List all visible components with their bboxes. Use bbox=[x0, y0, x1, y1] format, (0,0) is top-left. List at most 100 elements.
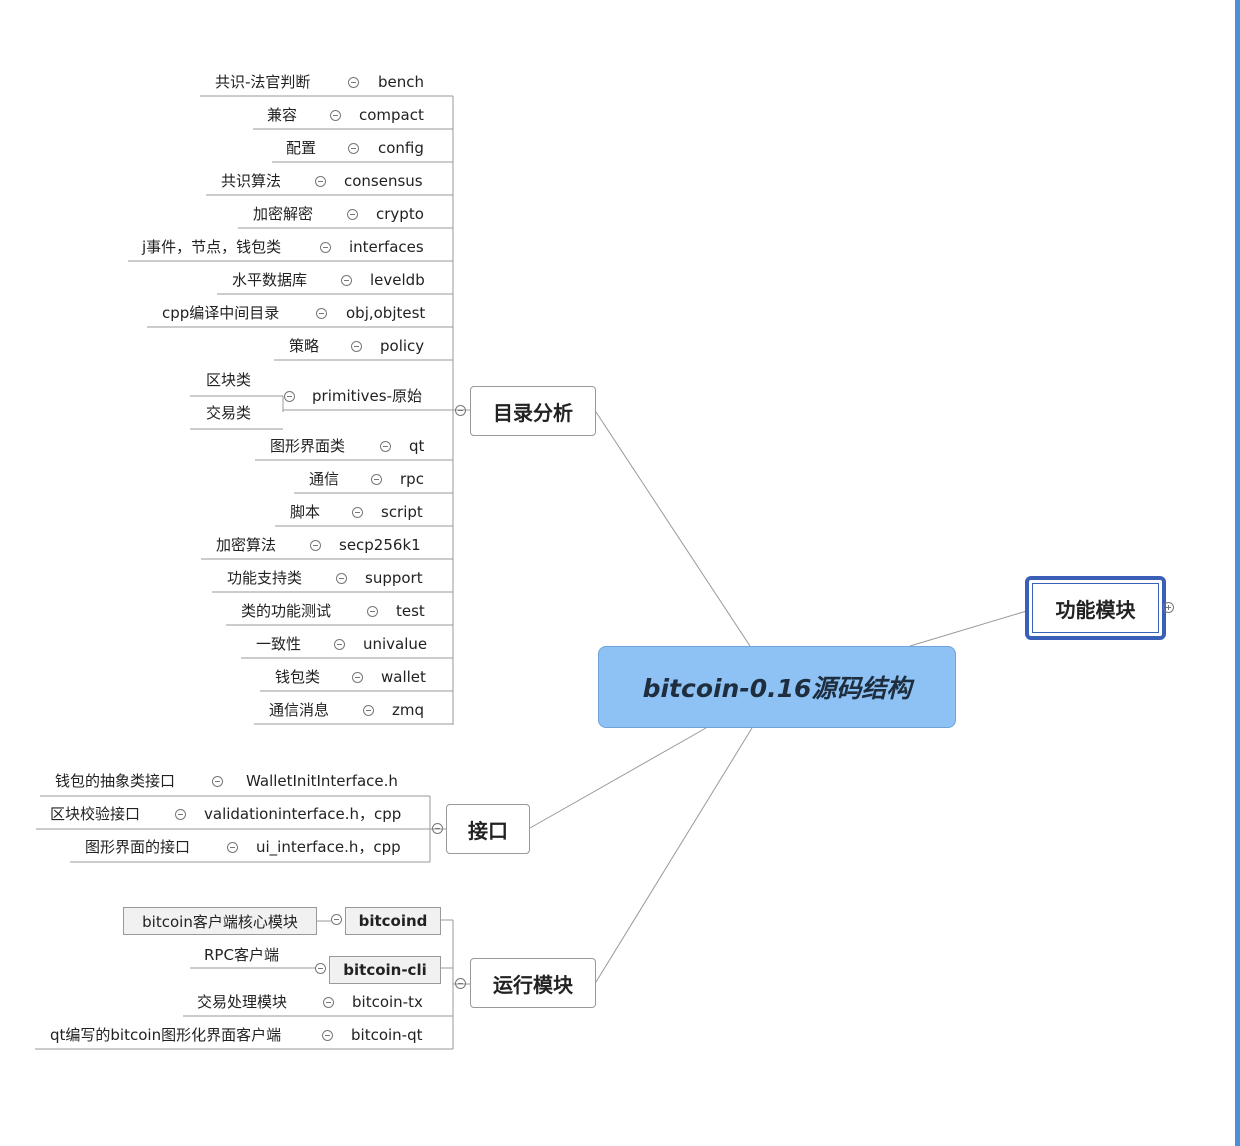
run-item-bitcoind[interactable]: bitcoind bbox=[345, 907, 441, 935]
collapse-minus-icon[interactable] bbox=[380, 441, 391, 452]
dir-item-qt[interactable]: qt bbox=[409, 437, 425, 455]
note-block-class: 区块类 bbox=[206, 371, 252, 389]
collapse-minus-icon[interactable] bbox=[352, 672, 363, 683]
interface-note: 钱包的抽象类接口 bbox=[55, 772, 176, 790]
dir-note-rpc: 通信 bbox=[309, 470, 340, 488]
collapse-minus-icon[interactable] bbox=[310, 540, 321, 551]
dir-note-test: 类的功能测试 bbox=[241, 602, 332, 620]
dir-note-qt: 图形界面类 bbox=[270, 437, 346, 455]
collapse-minus-icon[interactable] bbox=[363, 705, 374, 716]
run-item-bitcoin-tx[interactable]: bitcoin-tx bbox=[352, 993, 423, 1011]
collapse-minus-icon[interactable] bbox=[323, 997, 334, 1008]
dir-item-compact[interactable]: compact bbox=[359, 106, 424, 124]
interface-item[interactable]: WalletInitInterface.h bbox=[246, 772, 398, 790]
central-topic-label: bitcoin-0.16源码结构 bbox=[642, 674, 912, 703]
dir-item-rpc[interactable]: rpc bbox=[400, 470, 424, 488]
collapse-minus-icon[interactable] bbox=[367, 606, 378, 617]
dir-item-secp256k1[interactable]: secp256k1 bbox=[339, 536, 421, 554]
central-topic[interactable]: bitcoin-0.16源码结构 bbox=[598, 646, 956, 728]
collapse-minus-icon[interactable] bbox=[212, 776, 223, 787]
dir-item-interfaces[interactable]: interfaces bbox=[349, 238, 424, 256]
collapse-minus-icon[interactable] bbox=[334, 639, 345, 650]
dir-note-crypto: 加密解密 bbox=[253, 205, 314, 223]
connector-root-floating bbox=[909, 609, 1031, 647]
dir-item-obj-objtest[interactable]: obj,objtest bbox=[346, 304, 426, 322]
dir-item-crypto[interactable]: crypto bbox=[376, 205, 424, 223]
dir-item-leveldb[interactable]: leveldb bbox=[370, 271, 425, 289]
dir-note-secp256k1: 加密算法 bbox=[216, 536, 277, 554]
dir-item-univalue[interactable]: univalue bbox=[363, 635, 428, 653]
dir-note-consensus: 共识算法 bbox=[221, 172, 282, 190]
collapse-minus-icon[interactable] bbox=[371, 474, 382, 485]
dir-note-compact: 兼容 bbox=[267, 106, 298, 124]
dir-item-support[interactable]: support bbox=[365, 569, 423, 587]
topic-dir-analysis-label: 目录分析 bbox=[493, 400, 573, 425]
collapse-minus-icon[interactable] bbox=[348, 143, 359, 154]
collapse-minus-icon[interactable] bbox=[352, 507, 363, 518]
topic-run-modules-label: 运行模块 bbox=[493, 972, 573, 997]
note-bitcoind-label: bitcoin客户端核心模块 bbox=[142, 912, 298, 931]
collapse-minus-icon[interactable] bbox=[284, 391, 295, 402]
collapse-minus-icon[interactable] bbox=[331, 914, 342, 925]
interface-item[interactable]: validationinterface.h，cpp bbox=[204, 805, 402, 823]
note-bitcoin-cli: RPC客户端 bbox=[204, 946, 279, 964]
collapse-minus-icon[interactable] bbox=[455, 405, 466, 416]
dir-item-test[interactable]: test bbox=[396, 602, 425, 620]
topic-interface[interactable]: 接口 bbox=[446, 804, 530, 854]
collapse-minus-icon[interactable] bbox=[348, 77, 359, 88]
topic-run-modules[interactable]: 运行模块 bbox=[470, 958, 596, 1008]
dir-note-script: 脚本 bbox=[290, 503, 321, 521]
collapse-minus-icon[interactable] bbox=[322, 1030, 333, 1041]
collapse-minus-icon[interactable] bbox=[351, 341, 362, 352]
dir-note-univalue: 一致性 bbox=[256, 635, 302, 653]
collapse-minus-icon[interactable] bbox=[336, 573, 347, 584]
connector-root-run bbox=[595, 727, 753, 983]
run-item-bitcoind-label: bitcoind bbox=[358, 912, 428, 930]
topic-interface-label: 接口 bbox=[468, 818, 508, 843]
interface-item[interactable]: ui_interface.h，cpp bbox=[256, 838, 401, 856]
note-bitcoin-tx: 交易处理模块 bbox=[197, 993, 288, 1011]
collapse-minus-icon[interactable] bbox=[227, 842, 238, 853]
note-tx-class: 交易类 bbox=[206, 404, 252, 422]
note-bitcoin-qt: qt编写的bitcoin图形化界面客户端 bbox=[50, 1026, 282, 1044]
dir-note-bench: 共识-法官判断 bbox=[215, 73, 311, 91]
collapse-minus-icon[interactable] bbox=[455, 978, 466, 989]
dir-item-consensus[interactable]: consensus bbox=[344, 172, 423, 190]
run-item-bitcoin-cli-label: bitcoin-cli bbox=[343, 961, 427, 979]
topic-dir-analysis[interactable]: 目录分析 bbox=[470, 386, 596, 436]
run-item-bitcoin-cli[interactable]: bitcoin-cli bbox=[329, 956, 441, 984]
dir-note-config: 配置 bbox=[286, 139, 317, 157]
window-right-edge bbox=[1235, 0, 1240, 1146]
dir-item-zmq[interactable]: zmq bbox=[392, 701, 425, 719]
run-item-bitcoin-qt[interactable]: bitcoin-qt bbox=[351, 1026, 423, 1044]
collapse-minus-icon[interactable] bbox=[315, 176, 326, 187]
expand-plus-icon[interactable] bbox=[1163, 602, 1174, 613]
collapse-minus-icon[interactable] bbox=[320, 242, 331, 253]
collapse-minus-icon[interactable] bbox=[315, 963, 326, 974]
note-bitcoind: bitcoin客户端核心模块 bbox=[123, 907, 317, 935]
collapse-minus-icon[interactable] bbox=[330, 110, 341, 121]
dir-note-wallet: 钱包类 bbox=[275, 668, 321, 686]
collapse-minus-icon[interactable] bbox=[432, 823, 443, 834]
floating-topic-label: 功能模块 bbox=[1055, 597, 1136, 622]
dir-note-support: 功能支持类 bbox=[227, 569, 303, 587]
dir-note-zmq: 通信消息 bbox=[269, 701, 330, 719]
floating-topic-function-modules[interactable]: 功能模块 bbox=[1025, 576, 1166, 640]
connector-root-dir bbox=[595, 411, 751, 647]
interface-note: 图形界面的接口 bbox=[85, 838, 191, 856]
dir-item-policy[interactable]: policy bbox=[380, 337, 425, 355]
dir-item-script[interactable]: script bbox=[381, 503, 423, 521]
collapse-minus-icon[interactable] bbox=[175, 809, 186, 820]
dir-item-config[interactable]: config bbox=[378, 139, 424, 157]
dir-item-bench[interactable]: bench bbox=[378, 73, 425, 91]
dir-note-interfaces: j事件，节点，钱包类 bbox=[142, 238, 282, 256]
collapse-minus-icon[interactable] bbox=[316, 308, 327, 319]
dir-item-primitives[interactable]: primitives-原始 bbox=[312, 387, 423, 405]
dir-item-wallet[interactable]: wallet bbox=[381, 668, 426, 686]
connector-root-interface bbox=[529, 727, 707, 829]
dir-note-leveldb: 水平数据库 bbox=[232, 271, 308, 289]
collapse-minus-icon[interactable] bbox=[341, 275, 352, 286]
collapse-minus-icon[interactable] bbox=[347, 209, 358, 220]
dir-note-obj-objtest: cpp编译中间目录 bbox=[162, 304, 280, 322]
